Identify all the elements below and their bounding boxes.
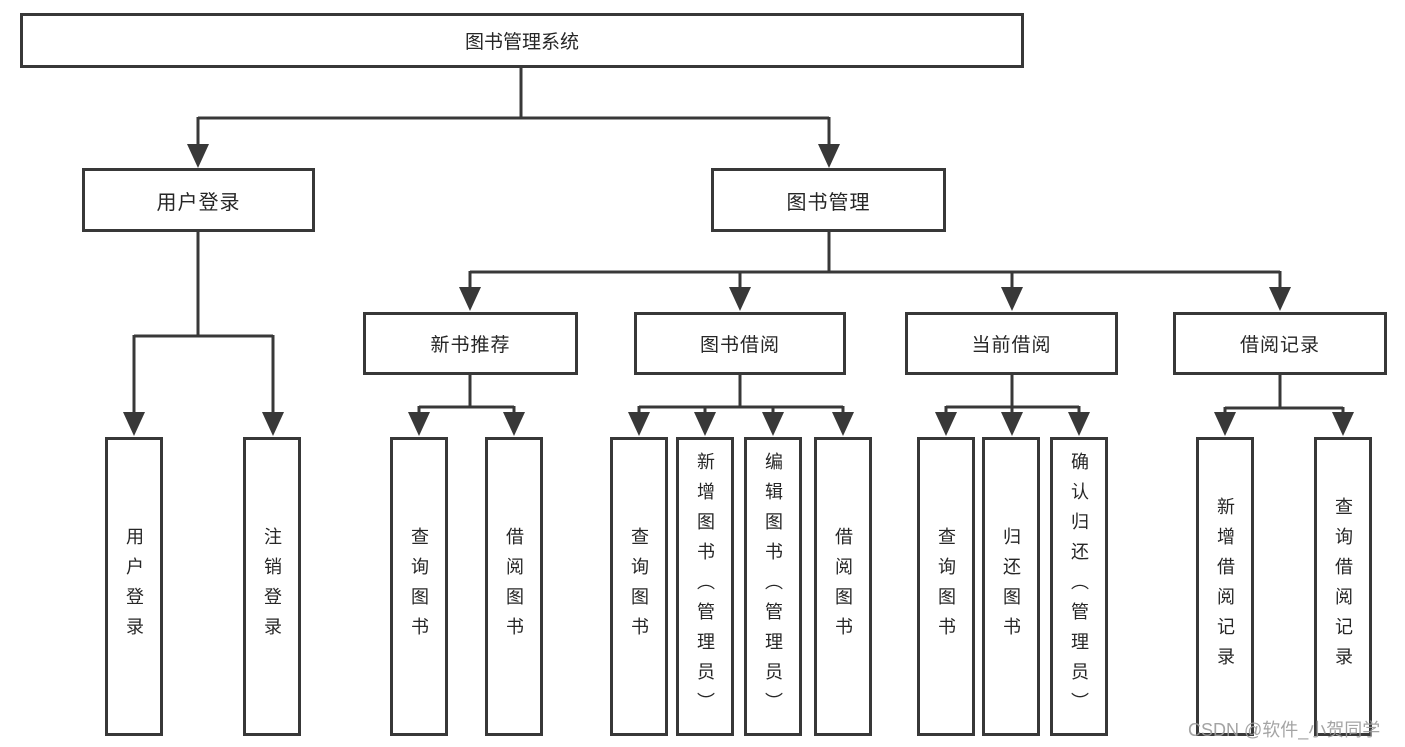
- node-book-management: 图书管理: [711, 168, 946, 232]
- node-label: 借阅记录: [1239, 335, 1320, 356]
- leaf-add-borrow-record: 新增借阅记录: [1196, 437, 1254, 736]
- node-label: 注销登录: [262, 526, 282, 647]
- node-new-book-recommendation: 新书推荐: [363, 312, 578, 375]
- node-library-management-system: 图书管理系统: [20, 13, 1024, 68]
- node-label: 图书管理: [786, 191, 871, 214]
- node-label: 用户登录: [156, 191, 241, 214]
- node-label: 查询图书: [936, 526, 956, 647]
- leaf-logout: 注销登录: [243, 437, 301, 736]
- leaf-query-books-current: 查询图书: [917, 437, 975, 736]
- node-label: 查询借阅记录: [1333, 496, 1353, 677]
- node-label: 图书管理系统: [464, 32, 579, 53]
- leaf-query-borrow-record: 查询借阅记录: [1314, 437, 1372, 736]
- node-label: 用户登录: [124, 526, 144, 647]
- node-label: 编辑图书（管理员）: [763, 451, 783, 722]
- node-label: 新增借阅记录: [1215, 496, 1235, 677]
- node-current-borrowing: 当前借阅: [905, 312, 1118, 375]
- csdn-watermark: CSDN @软件_小贺同学: [1188, 720, 1381, 740]
- node-label: 新书推荐: [430, 335, 511, 356]
- node-book-borrowing: 图书借阅: [634, 312, 846, 375]
- node-label: 借阅图书: [504, 526, 524, 647]
- node-label: 确认归还（管理员）: [1069, 451, 1089, 722]
- node-label: 图书借阅: [699, 335, 780, 356]
- leaf-query-books-recommend: 查询图书: [390, 437, 448, 736]
- node-label: 归还图书: [1001, 526, 1021, 647]
- arrowhead-icons: [123, 144, 1354, 436]
- leaf-confirm-return-admin: 确认归还（管理员）: [1050, 437, 1108, 736]
- leaf-return-book: 归还图书: [982, 437, 1040, 736]
- leaf-borrow-books-recommend: 借阅图书: [485, 437, 543, 736]
- node-user-login: 用户登录: [82, 168, 315, 232]
- node-borrowing-records: 借阅记录: [1173, 312, 1387, 375]
- leaf-user-login: 用户登录: [105, 437, 163, 736]
- node-label: 查询图书: [409, 526, 429, 647]
- leaf-edit-book-admin: 编辑图书（管理员）: [744, 437, 802, 736]
- node-label: 当前借阅: [971, 335, 1052, 356]
- leaf-borrow-books: 借阅图书: [814, 437, 872, 736]
- node-label: 查询图书: [629, 526, 649, 647]
- leaf-add-book-admin: 新增图书（管理员）: [676, 437, 734, 736]
- node-label: 新增图书（管理员）: [695, 451, 715, 722]
- node-label: 借阅图书: [833, 526, 853, 647]
- leaf-query-books-borrow: 查询图书: [610, 437, 668, 736]
